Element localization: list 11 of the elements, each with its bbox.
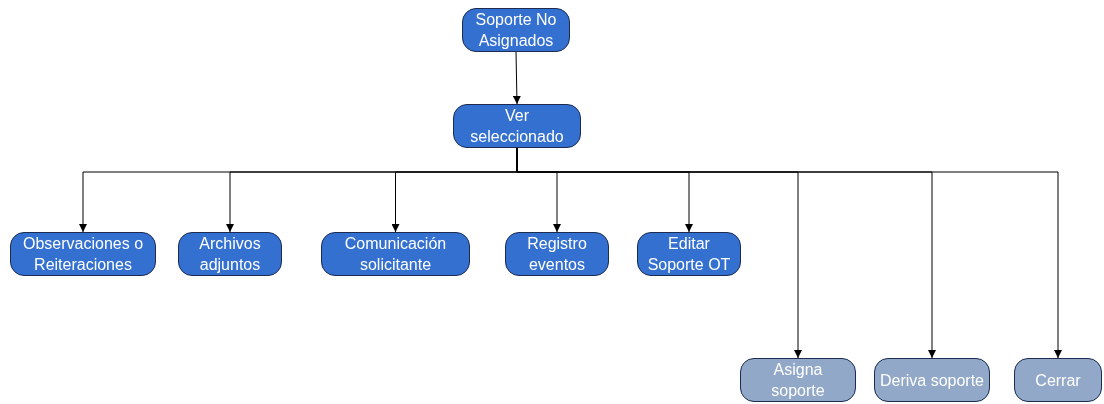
process-box: Observaciones o Reiteraciones: [10, 232, 156, 276]
process-box: Soporte No Asignados: [462, 8, 570, 52]
process-box: Comunicación solicitante: [321, 232, 470, 276]
process-box: Asigna soporte: [740, 358, 856, 402]
process-box: Registro eventos: [505, 232, 609, 276]
process-box: Cerrar: [1014, 358, 1102, 402]
process-box: Ver seleccionado: [453, 104, 581, 148]
arrow: [512, 51, 521, 105]
process-box: Archivos adjuntos: [178, 232, 282, 276]
process-box: Deriva soporte: [874, 358, 990, 402]
process-box: Editar Soporte OT: [637, 232, 741, 276]
